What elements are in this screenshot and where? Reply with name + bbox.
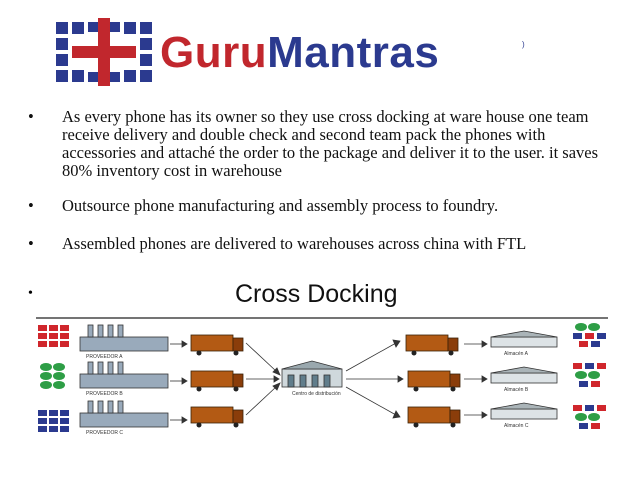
truck-icon [190,370,244,392]
cross-docking-diagram: PROVEEDOR A PROVEEDOR B PROVEEDOR C Cent… [36,317,608,436]
truck-icon [190,334,244,356]
bullet-list: • As every phone has its owner so they u… [28,108,618,253]
heading-row: • Cross Docking [28,280,618,314]
logo-trademark: ) [522,40,525,49]
factory-icon [79,400,169,428]
bullet-item: • As every phone has its owner so they u… [28,108,618,180]
bullet-text: Assembled phones are delivered to wareho… [62,234,527,253]
bullet-text: Outsource phone manufacturing and assemb… [62,196,499,215]
store-label: Almacén A [504,351,529,357]
store-c-phones [573,405,606,429]
store-label: Almacén B [504,387,529,393]
supplier-label: PROVEEDOR C [86,430,123,436]
store-icon [490,330,558,348]
truck-icon [405,334,459,356]
section-heading: Cross Docking [235,280,398,308]
gurumantras-logo: GuruMantras ) [54,18,534,90]
bullet-text: As every phone has its owner so they use… [62,107,599,180]
inbound-arrows [245,342,281,416]
supplier-label: PROVEEDOR A [86,354,123,360]
store-icon [490,366,558,384]
store-label: Almacén C [504,423,529,429]
bullet-item: • Assembled phones are delivered to ware… [28,235,618,253]
truck-icon [190,406,244,428]
logo-wordmark: GuruMantras [160,28,439,78]
supplier-b-phones [40,363,65,389]
supplier-label: PROVEEDOR B [86,391,123,397]
factory-icon [79,361,169,389]
truck-icon [407,406,461,428]
logo-mantras-text: Mantras [267,28,440,77]
supplier-c-phones [38,410,69,432]
logo-guru-text: Guru [160,28,268,77]
center-label: Centro de distribución [292,391,341,397]
truck-icon [407,370,461,392]
bullet-dot: • [28,196,34,215]
logo-grid-icon [56,18,152,86]
factory-icon [79,324,169,352]
store-b-phones [573,363,606,387]
bullet-dot: • [28,107,34,126]
bullet-dot: • [28,234,34,253]
outbound-arrows [345,339,404,419]
supplier-a-phones [38,325,69,347]
distribution-center-icon [281,360,343,388]
store-icon [490,402,558,420]
store-arrows [464,340,488,419]
store-a-phones [573,323,606,347]
bullet-item: • Outsource phone manufacturing and asse… [28,197,618,215]
bullet-dot: • [28,286,33,301]
supplier-arrows [170,340,188,424]
